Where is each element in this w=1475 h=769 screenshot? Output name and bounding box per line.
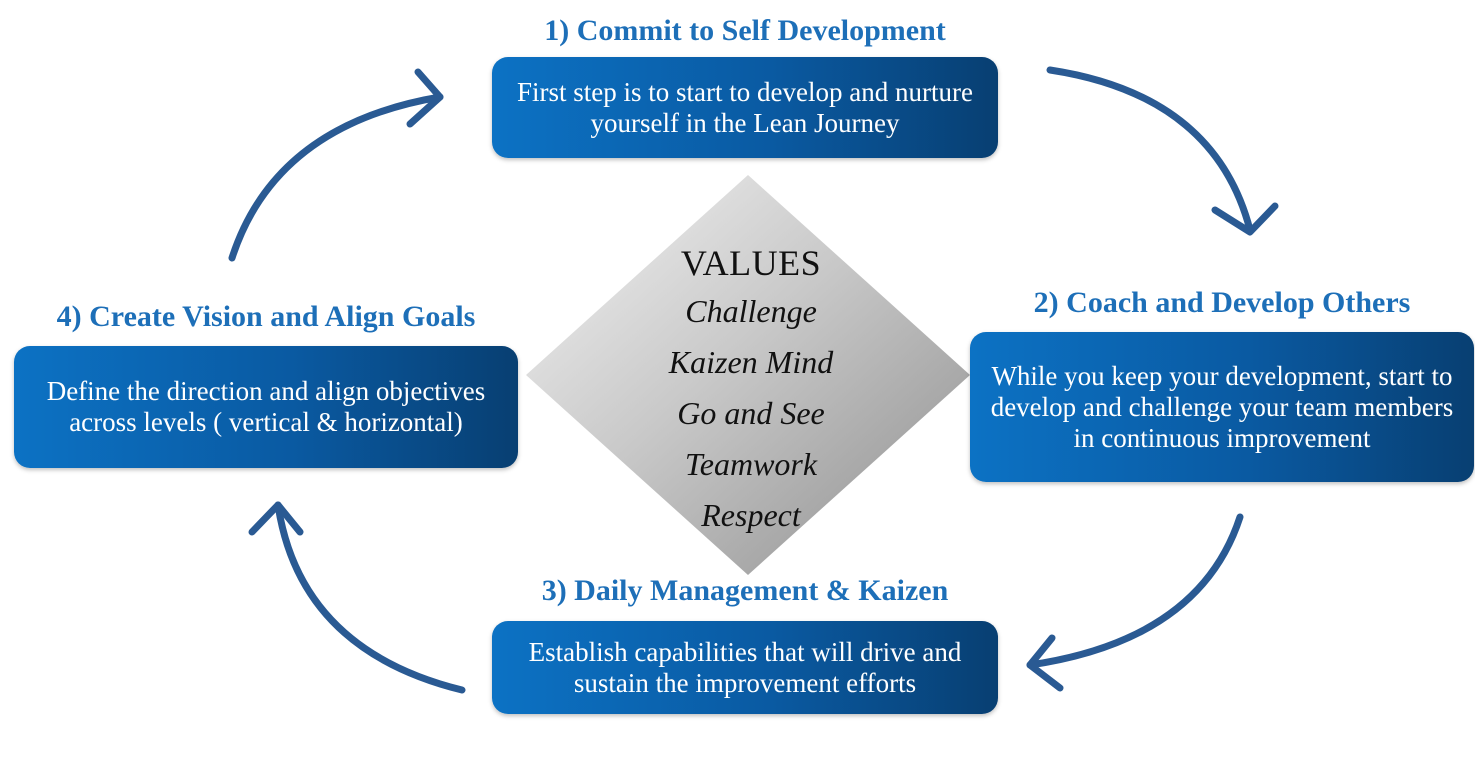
step-1-description: First step is to start to develop and nu… xyxy=(517,76,973,138)
step-1-title: 1) Commit to Self Development xyxy=(544,14,946,47)
value-item-challenge: Challenge xyxy=(685,293,817,329)
step-2-box: While you keep your development, start t… xyxy=(970,332,1474,482)
step-2-title: 2) Coach and Develop Others xyxy=(1033,286,1411,319)
step-3-box: Establish capabilities that will drive a… xyxy=(492,621,998,714)
step-4-box: Define the direction and align objective… xyxy=(14,346,518,468)
values-title: VALUES xyxy=(680,243,822,283)
arrow-step2-to-step3 xyxy=(1026,513,1244,692)
arrow-step1-to-step2 xyxy=(1046,66,1279,236)
step-2-description: While you keep your development, start t… xyxy=(990,360,1454,453)
step-4-title: 4) Create Vision and Align Goals xyxy=(56,300,476,333)
values-diamond xyxy=(526,175,970,575)
values-list: VALUES Challenge Kaizen Mind Go and See … xyxy=(526,240,976,541)
value-item-teamwork: Teamwork xyxy=(684,446,818,482)
step-3-description: Establish capabilities that will drive a… xyxy=(528,636,962,698)
step-3-title: 3) Daily Management & Kaizen xyxy=(541,574,949,607)
arrow-step3-to-step4 xyxy=(248,501,466,694)
step-1-box: First step is to start to develop and nu… xyxy=(492,57,998,158)
value-item-respect: Respect xyxy=(701,497,801,533)
step-4-description: Define the direction and align objective… xyxy=(46,376,486,437)
value-item-go-and-see: Go and See xyxy=(677,395,825,431)
value-item-kaizen-mind: Kaizen Mind xyxy=(668,344,834,380)
arrow-step4-to-step1 xyxy=(228,68,444,262)
